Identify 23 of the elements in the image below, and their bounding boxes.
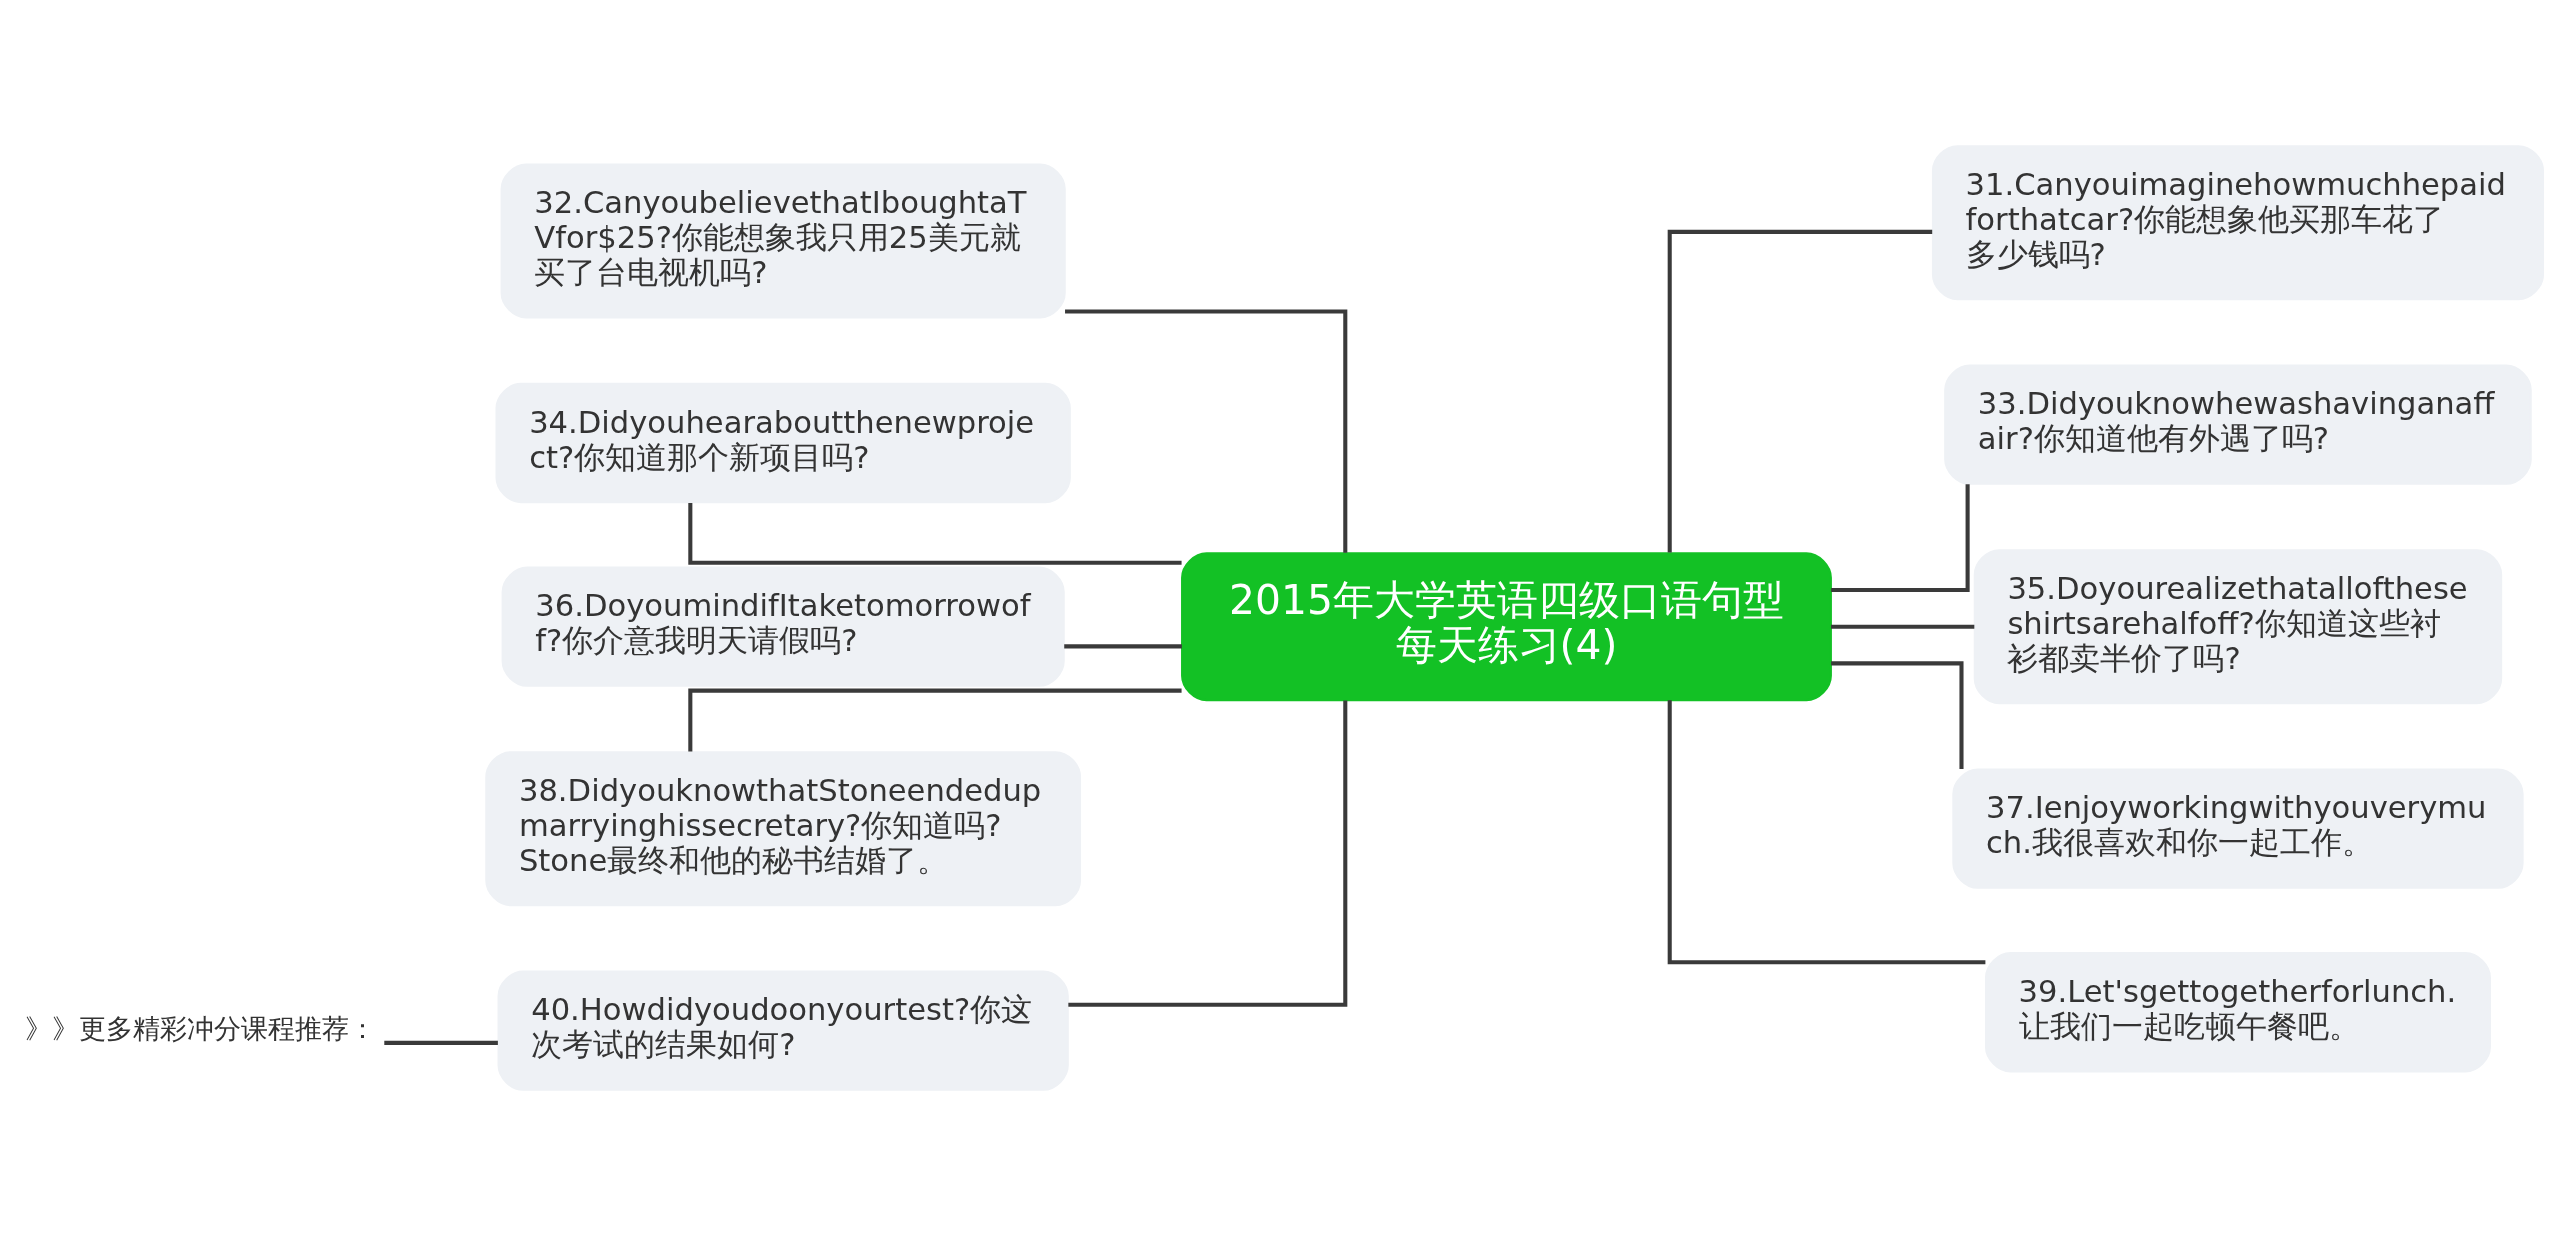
node-box: 32.CanyoubelievethatIboughtaTVfor$25?你能想象我只用25美元就买了台电视机吗? — [500, 163, 1066, 319]
connector — [1831, 483, 1970, 592]
connector — [1667, 229, 1933, 552]
node-box: 36.DoyoumindifItaketomorrowoff?你介意我明天请假吗? — [501, 566, 1065, 687]
connector — [384, 1040, 498, 1045]
node-box: 40.Howdidyoudoonyourtest?你这次考试的结果如何? — [497, 970, 1069, 1091]
node-box: 34.Didyouhearaboutthenewproject?你知道那个新项目吗? — [495, 382, 1071, 503]
connector — [1831, 660, 1964, 769]
connector — [688, 502, 1182, 565]
connector — [1667, 699, 1986, 964]
connector — [1068, 699, 1348, 1007]
connector — [1831, 624, 1975, 629]
node-box: 37.Ienjoyworkingwithyouverymuch.我很喜欢和你一起工作。 — [1952, 768, 2524, 889]
node-box: 31.Canyouimaginehowmuchhepaidforthatcar?你能想象他买那车花了多少钱吗? — [1931, 144, 2544, 300]
node-box: 39.Let'sgettogetherforlunch.让我们一起吃顿午餐吧。 — [1984, 951, 2491, 1072]
node-text: 》》更多精彩冲分课程推荐： — [25, 1012, 377, 1044]
connector — [1064, 643, 1182, 648]
node-box: 33.Didyouknowhewashavinganaffair?你知道他有外遇了吗? — [1944, 364, 2532, 485]
connector — [688, 688, 1182, 752]
connector — [1065, 308, 1348, 553]
node-box: 38.DidyouknowthatStoneendedupmarryinghissecretary?你知道吗?Stone最终和他的秘书结婚了。 — [485, 750, 1082, 906]
node-box: 2015年大学英语四级口语句型每天练习(4) — [1181, 551, 1832, 701]
node-box: 35.Doyourealizethatalloftheseshirtsarehalfoff?你知道这些衬衫都卖半价了吗? — [1973, 548, 2503, 704]
